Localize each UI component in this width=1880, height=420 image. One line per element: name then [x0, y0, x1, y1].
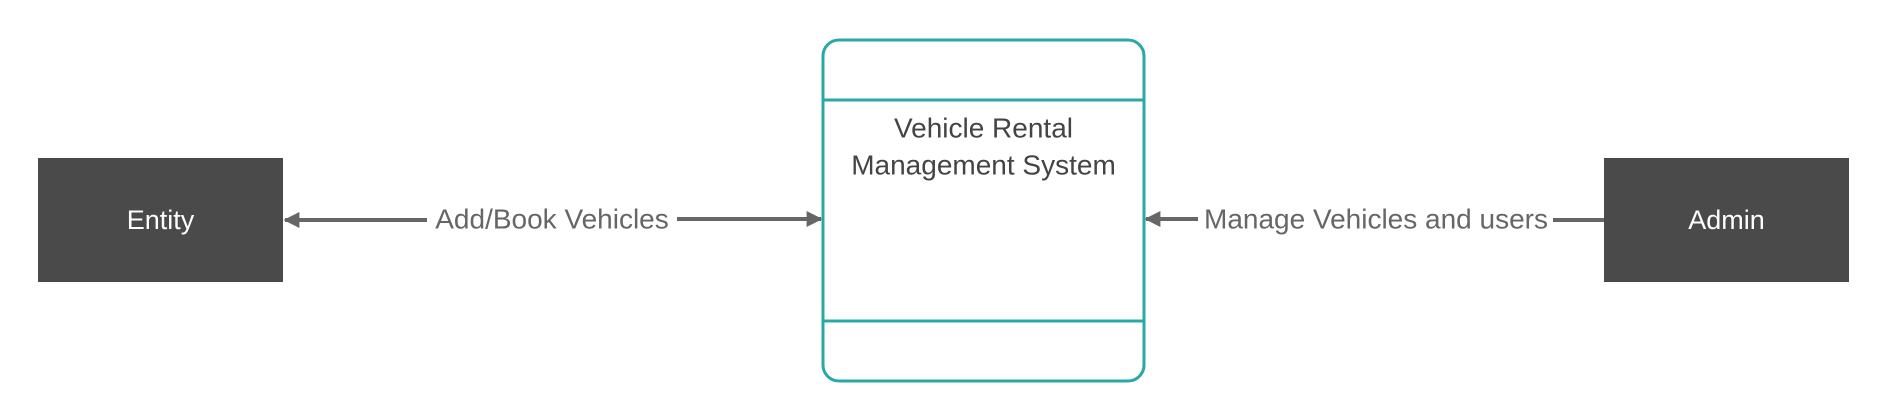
- entity-left-label: Entity: [127, 205, 195, 235]
- process-label-line1: Vehicle Rental: [894, 112, 1073, 143]
- process-node[interactable]: Vehicle Rental Management System: [821, 38, 1146, 383]
- process-label-line2: Management System: [851, 149, 1116, 180]
- entity-left-box: [38, 158, 283, 282]
- entity-right-node[interactable]: Admin: [1604, 158, 1849, 282]
- flow-left[interactable]: Add/Book Vehicles: [283, 203, 823, 234]
- flow-left-label: Add/Book Vehicles: [435, 203, 669, 234]
- entity-left-node[interactable]: Entity: [38, 158, 283, 282]
- process-box: [821, 38, 1146, 383]
- entity-right-box: [1604, 158, 1849, 282]
- flow-right-label: Manage Vehicles and users: [1204, 203, 1548, 234]
- entity-right-label: Admin: [1688, 205, 1765, 235]
- flow-right[interactable]: Manage Vehicles and users: [1144, 203, 1604, 234]
